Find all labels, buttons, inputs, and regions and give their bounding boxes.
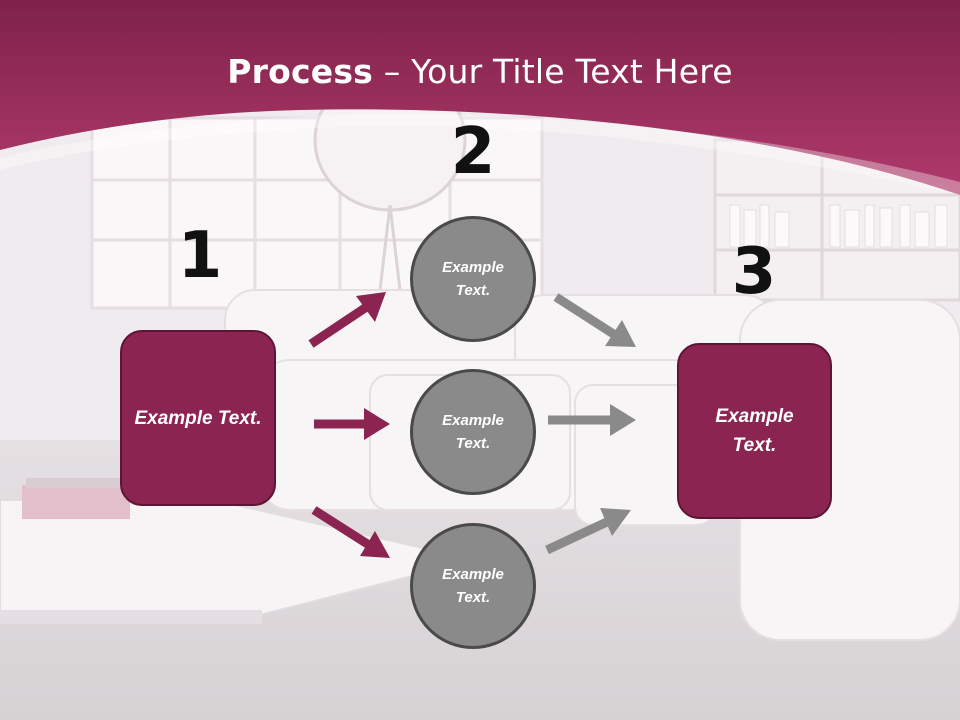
- step-number-2: 2: [450, 115, 496, 189]
- step-box-1-label: Example Text.: [134, 407, 262, 429]
- step-number-1: 1: [177, 219, 223, 293]
- step-box-3: Example Text.: [677, 343, 832, 519]
- circle-3-label: Example Text.: [442, 566, 504, 606]
- circle-1: Example Text.: [410, 216, 536, 342]
- arrow-box1-to-circle3: [311, 506, 390, 558]
- arrow-box1-to-circle1: [308, 292, 386, 348]
- title-bold: Process: [227, 52, 374, 91]
- arrow-circle2-to-box3: [548, 404, 636, 436]
- circle-1-label: Example Text.: [442, 259, 504, 299]
- circle-2-label: Example Text.: [442, 412, 504, 452]
- arrow-circle1-to-box3: [553, 293, 636, 347]
- circle-2: Example Text.: [410, 369, 536, 495]
- circle-3: Example Text.: [410, 523, 536, 649]
- step-box-1: Example Text.: [120, 330, 276, 506]
- step-number-3: 3: [731, 235, 777, 309]
- title-rest: – Your Title Text Here: [373, 52, 733, 91]
- arrow-circle3-to-box3: [545, 508, 631, 555]
- arrow-box1-to-circle2: [314, 408, 390, 440]
- step-box-3-label: Example Text.: [715, 406, 794, 456]
- slide-title: Process – Your Title Text Here: [0, 52, 960, 91]
